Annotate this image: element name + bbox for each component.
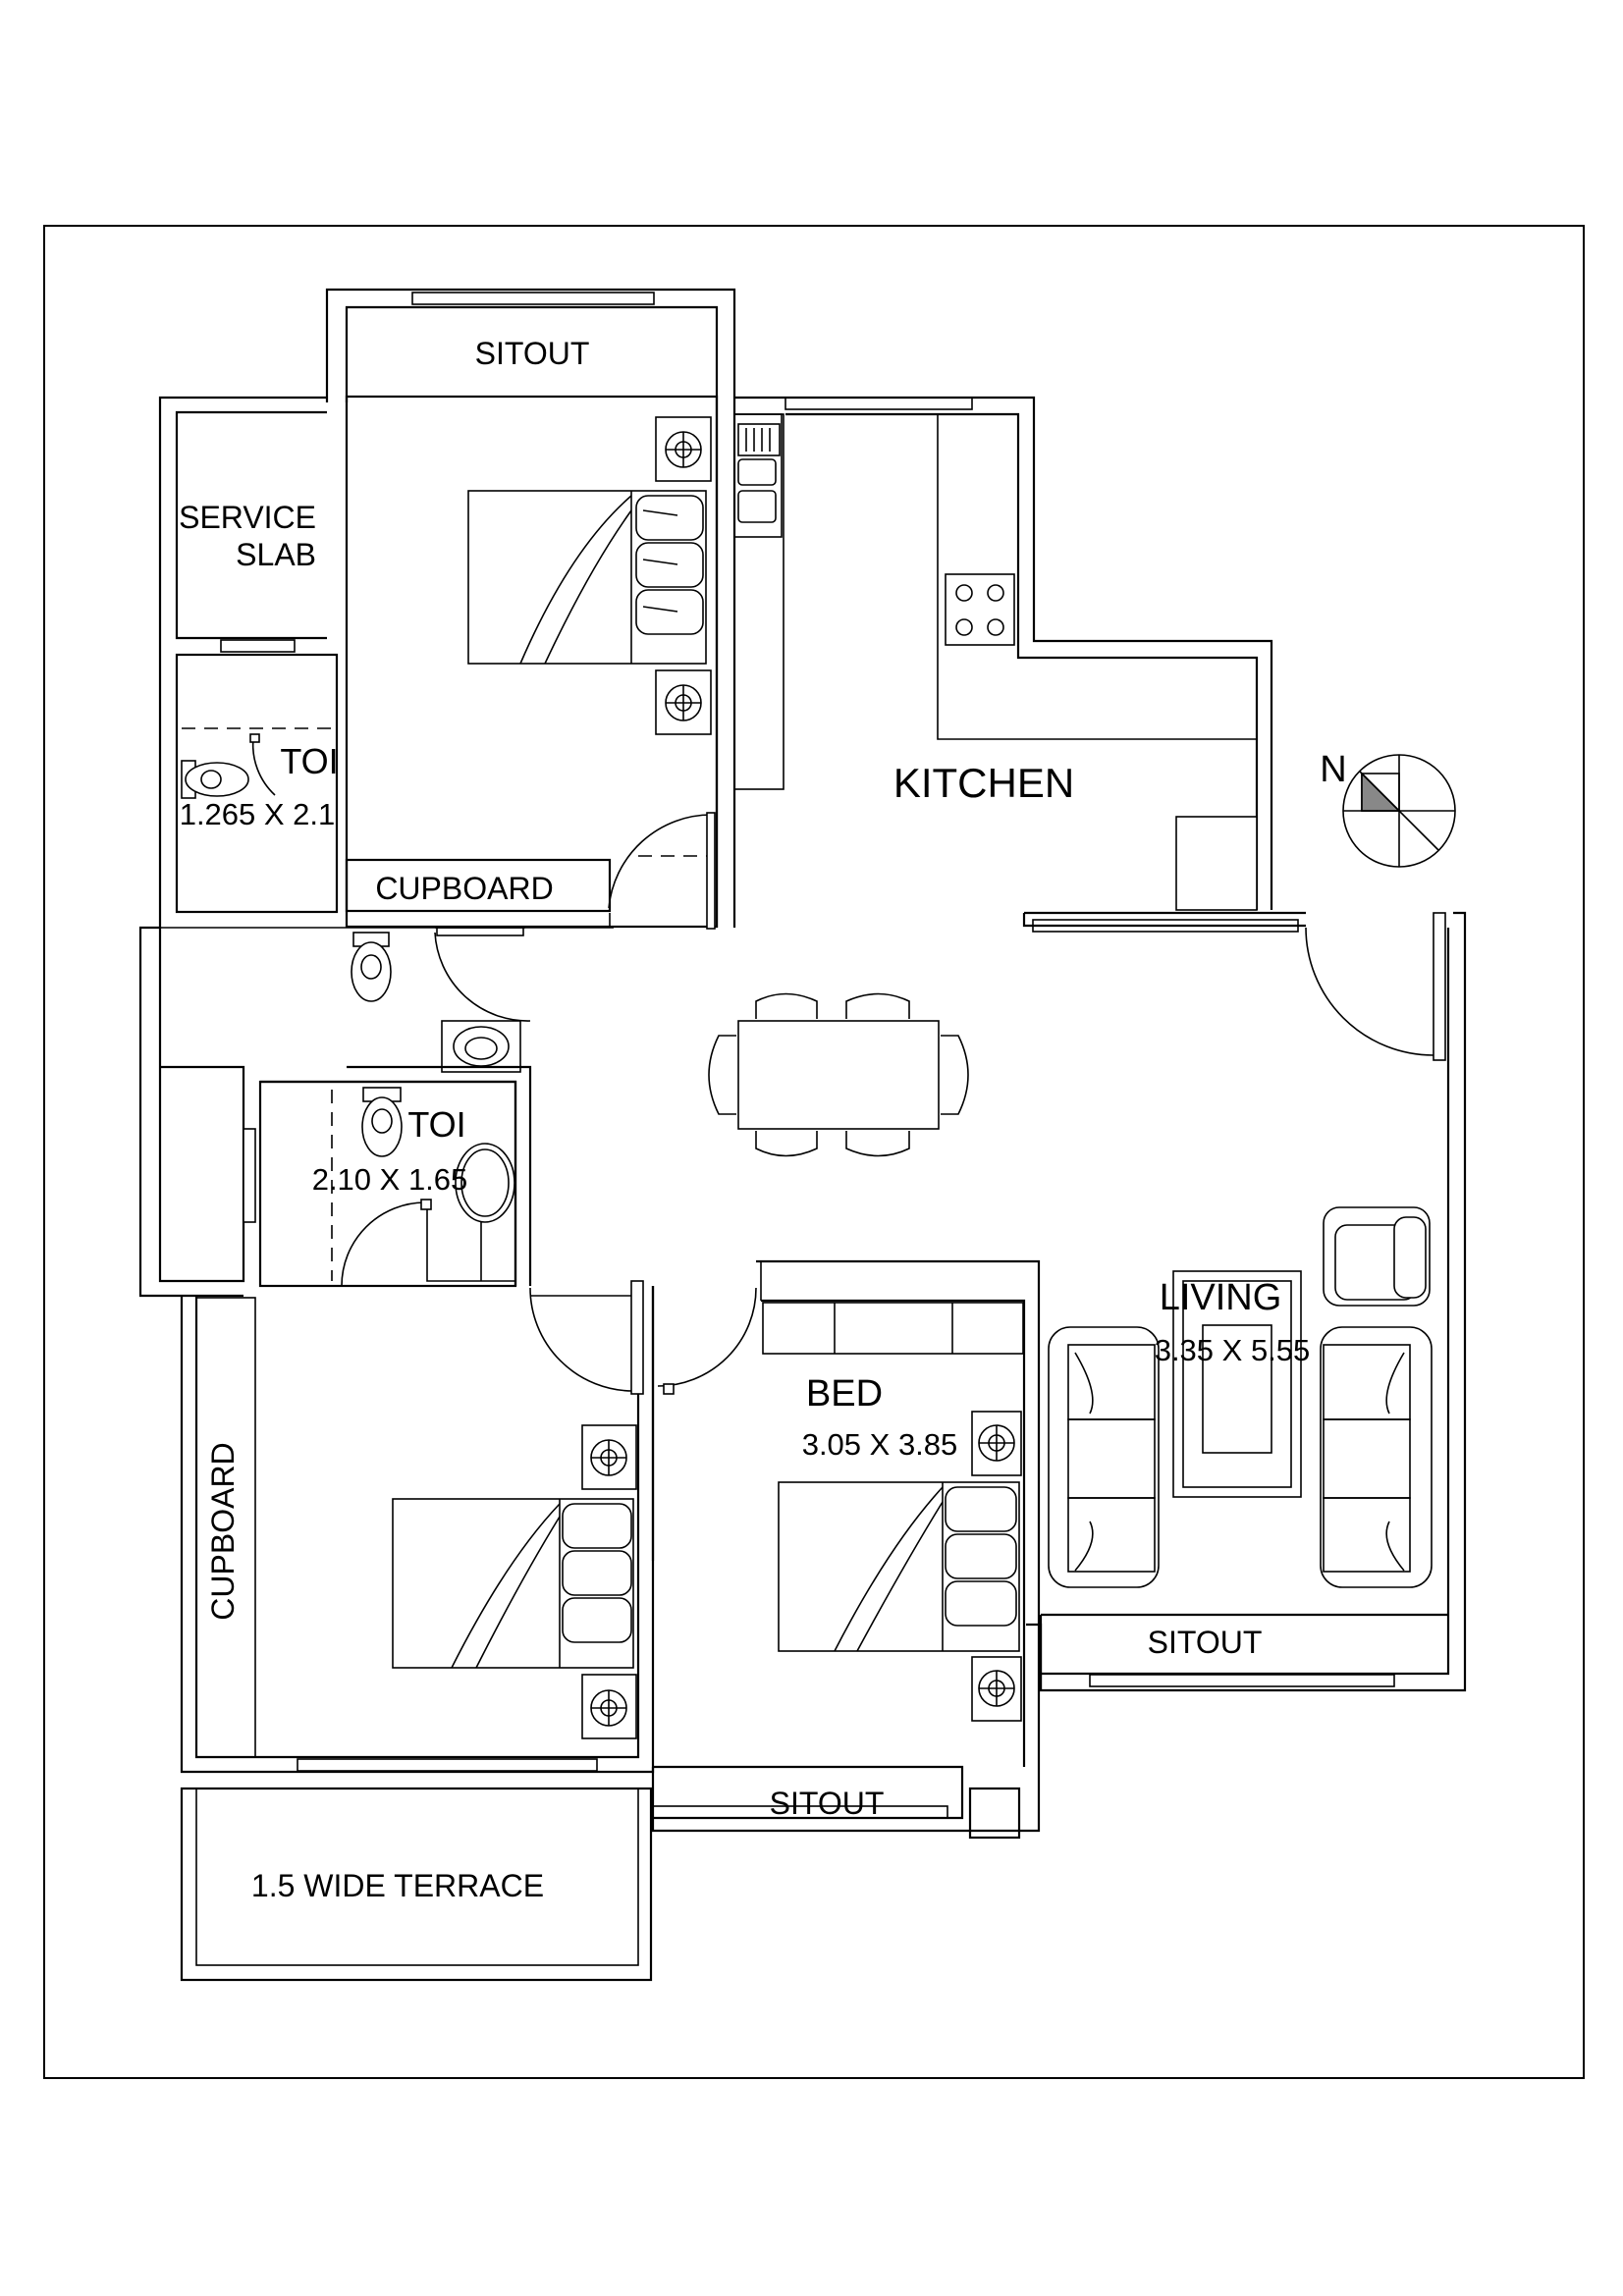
toilet-small-area xyxy=(175,653,339,914)
gas-stove-icon xyxy=(945,573,1015,646)
nightstand-lamp-icon xyxy=(971,1411,1022,1476)
label-sitout-bed: SITOUT xyxy=(770,1786,885,1821)
door-swing-corridor xyxy=(434,932,531,1022)
bathtub-basin-icon xyxy=(455,1143,515,1223)
dining-table-icon xyxy=(708,992,969,1157)
label-bed: BED xyxy=(806,1373,883,1415)
sheet-border xyxy=(43,225,1585,2079)
label-terrace: 1.5 WIDE TERRACE xyxy=(251,1868,544,1903)
label-toilet-common: TOI xyxy=(407,1104,465,1145)
cupboard-vertical xyxy=(195,1297,256,1758)
nightstand-lamp-icon xyxy=(655,416,712,482)
bed-top-icon xyxy=(467,490,707,665)
sink-icon xyxy=(737,423,781,523)
bedroom-lower-left-area xyxy=(180,1280,655,1774)
wc-common-toilet-icon xyxy=(361,1087,403,1157)
cupboard-upper xyxy=(345,858,612,913)
label-toilet-small: TOI xyxy=(280,741,338,781)
compass-north-arrow xyxy=(1342,754,1456,868)
door-swing-toilet-small xyxy=(251,737,276,796)
label-toilet-small-size: 1.265 X 2.1 xyxy=(180,797,336,831)
door-swing-bedroom-top xyxy=(608,814,713,909)
door-swing-toilet-common xyxy=(341,1201,426,1287)
refrigerator-icon xyxy=(1175,816,1258,911)
kitchen-area xyxy=(733,396,1273,911)
label-living-size: 3.35 X 5.55 xyxy=(1155,1333,1311,1367)
door-swing-bedroom-lower-left xyxy=(529,1287,634,1392)
coffee-table-icon xyxy=(1172,1270,1302,1498)
bed-bed-room-icon xyxy=(778,1481,1020,1652)
armchair-icon xyxy=(1323,1206,1431,1307)
nightstand-lamp-icon xyxy=(971,1656,1022,1722)
label-service-slab-line2: SLAB xyxy=(236,537,316,572)
door-swing-bed-room xyxy=(657,1287,757,1387)
wardrobe-icon xyxy=(762,1302,1024,1355)
sofa-right-icon xyxy=(1320,1326,1433,1588)
wc-small-toilet-icon xyxy=(181,760,249,799)
bedroom-bed-area xyxy=(651,1259,1041,1767)
nightstand-lamp-icon xyxy=(581,1424,637,1490)
label-cupboard-upper: CUPBOARD xyxy=(375,871,553,906)
nightstand-lamp-icon xyxy=(655,669,712,735)
label-toilet-common-size: 2.10 X 1.65 xyxy=(312,1162,468,1197)
service-slab-area xyxy=(158,396,327,928)
corridor-area xyxy=(138,926,614,1298)
living-room-furniture xyxy=(1048,1206,1433,1588)
nightstand-lamp-icon xyxy=(581,1674,637,1739)
bed-lower-left-icon xyxy=(392,1498,634,1669)
label-kitchen: KITCHEN xyxy=(893,760,1074,806)
label-service-slab-line1: SERVICE xyxy=(179,500,316,535)
label-bed-size: 3.05 X 3.85 xyxy=(802,1427,958,1462)
bedroom-top-area xyxy=(345,395,719,930)
washbasin-icon xyxy=(441,1020,521,1073)
label-living: LIVING xyxy=(1160,1277,1282,1318)
label-sitout-top: SITOUT xyxy=(475,336,590,371)
label-cupboard-vertical: CUPBOARD xyxy=(205,1442,241,1620)
label-sitout-living: SITOUT xyxy=(1148,1625,1263,1660)
toilet-common-area xyxy=(258,1065,532,1288)
door-swing-main-entry xyxy=(1305,927,1434,1056)
wc-corridor-toilet-icon xyxy=(351,932,392,1002)
compass-north-label: N xyxy=(1320,749,1346,790)
sitout-bed-area xyxy=(651,1690,1041,1840)
terrace-area xyxy=(180,1787,653,1982)
sofa-left-icon xyxy=(1048,1326,1160,1588)
